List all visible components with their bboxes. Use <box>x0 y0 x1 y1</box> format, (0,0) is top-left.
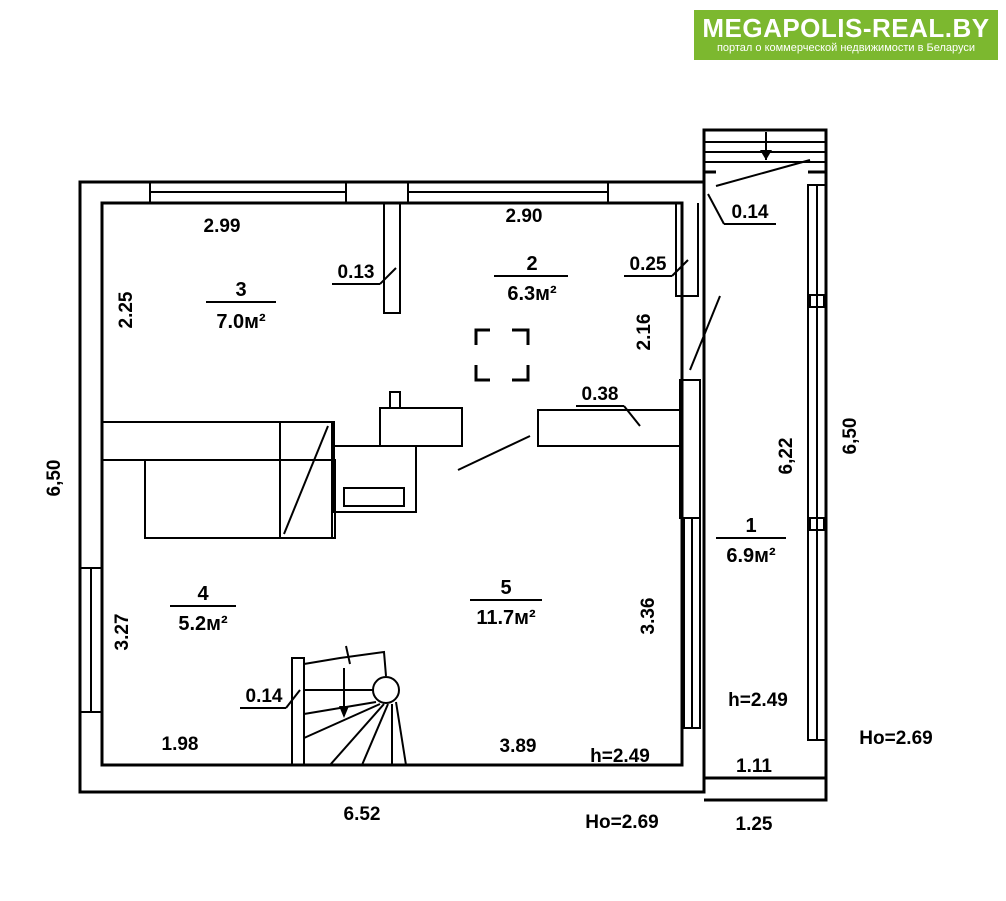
step-arrow-head <box>760 150 772 160</box>
dim-bottom-mid: 3.89 <box>500 736 537 757</box>
stove-firebox <box>333 445 417 513</box>
brand-title: MEGAPOLIS-REAL.BY <box>702 13 990 43</box>
stove-body <box>144 459 336 539</box>
dim-top-left: 2.99 <box>204 216 241 237</box>
interior-walls <box>383 202 721 729</box>
brand-banner[interactable]: MEGAPOLIS-REAL.BY портал о коммерческой … <box>694 10 998 60</box>
stair-tread-4 <box>329 703 385 766</box>
room-fraction-lines <box>170 275 786 607</box>
room-2-number: 2 <box>526 253 537 275</box>
leader-014-stair-tick <box>285 689 301 709</box>
dim-height-corridor: h=2.49 <box>728 690 788 711</box>
leader-lines <box>240 193 776 709</box>
room-1-number: 1 <box>745 515 756 537</box>
outer-wall-main <box>78 180 706 794</box>
window-right-mullion-1 <box>809 294 825 308</box>
stair-tread-3 <box>303 703 381 739</box>
room-2-area: 6.3м² <box>507 283 557 305</box>
partition-038 <box>537 409 681 447</box>
dim-corridor-height: 6,22 <box>776 438 797 475</box>
corridor-outer-wall <box>702 128 828 802</box>
dim-right-outer: 6,50 <box>840 418 861 455</box>
dimension-labels: 2.99 2.90 2.25 6,50 3.27 2.16 3.36 6,22 … <box>44 202 933 835</box>
room-4-number: 4 <box>197 583 209 605</box>
corridor-inner-wall <box>704 170 826 780</box>
partition-2-corridor-top <box>675 203 699 297</box>
leader-013-tick <box>379 267 397 285</box>
stair-direction-head <box>339 706 349 718</box>
door-swing-2-5 <box>457 435 531 471</box>
brand-subtitle: портал о коммерческой недвижимости в Бел… <box>716 42 976 54</box>
room-5-area: 11.7м² <box>476 607 536 629</box>
dim-right-inner-upper: 2.16 <box>634 314 655 351</box>
room-1-area: 6.9м² <box>726 545 776 567</box>
entry-steps <box>704 132 826 187</box>
stove-diagonal <box>283 425 329 535</box>
stair-tread-5 <box>361 703 389 766</box>
dim-height-main: h=2.49 <box>590 746 650 767</box>
windows <box>79 181 827 741</box>
leader-038-tick <box>623 405 641 427</box>
window-right-mullion-2 <box>809 517 825 531</box>
stove-chimney-base <box>379 407 463 447</box>
room-3-number: 3 <box>235 279 246 301</box>
dim-wall-014-top: 0.14 <box>732 202 769 223</box>
stair-wall <box>291 657 305 766</box>
dim-wall-014-stair: 0.14 <box>246 686 283 707</box>
dim-corridor-width-inner: 1.11 <box>736 756 772 777</box>
stove-flue <box>389 391 401 409</box>
dim-wall-038: 0.38 <box>582 384 619 405</box>
dim-corridor-width-outer: 1.25 <box>736 814 773 835</box>
dim-bottom-left: 1.98 <box>162 734 199 755</box>
dim-left-outer: 6,50 <box>44 460 65 497</box>
dim-top-mid: 2.90 <box>506 206 543 227</box>
room-3-area: 7.0м² <box>216 311 266 333</box>
dim-left-upper: 2.25 <box>116 291 137 328</box>
dim-ho-right: Ho=2.69 <box>859 728 932 749</box>
stove-oven-door <box>343 487 405 507</box>
door-swing-corridor <box>689 295 721 371</box>
staircase <box>291 645 407 766</box>
ceiling-hatch <box>474 328 530 382</box>
dim-right-inner-lower: 3.36 <box>638 598 659 635</box>
dim-ho-bottom: Ho=2.69 <box>585 812 658 833</box>
partition-3-2 <box>383 202 401 314</box>
room-5-number: 5 <box>500 577 511 599</box>
dim-left-lower: 3.27 <box>112 614 133 651</box>
stair-rail-top <box>303 650 387 677</box>
inner-wall-main <box>100 201 684 767</box>
stair-rail-post <box>345 645 351 665</box>
stair-newel <box>372 676 400 704</box>
stove-column <box>279 421 333 539</box>
stove-top-ledge <box>101 421 335 461</box>
entry-door-swing <box>715 159 811 187</box>
dim-wall-025: 0.25 <box>630 254 667 275</box>
dim-bottom-overall: 6.52 <box>344 804 381 825</box>
room-4-area: 5.2м² <box>178 613 228 635</box>
dim-wall-013: 0.13 <box>338 262 375 283</box>
room-labels: 3 7.0м² 2 6.3м² 1 6.9м² 4 5.2м² 5 11.7м² <box>178 253 776 635</box>
outer-walls <box>78 128 828 802</box>
stove-block <box>101 391 463 539</box>
leader-025-tick <box>671 259 689 277</box>
leader-014-top-tick <box>707 193 725 225</box>
stair-tread-7 <box>395 701 407 766</box>
hatch-corners <box>474 328 530 382</box>
